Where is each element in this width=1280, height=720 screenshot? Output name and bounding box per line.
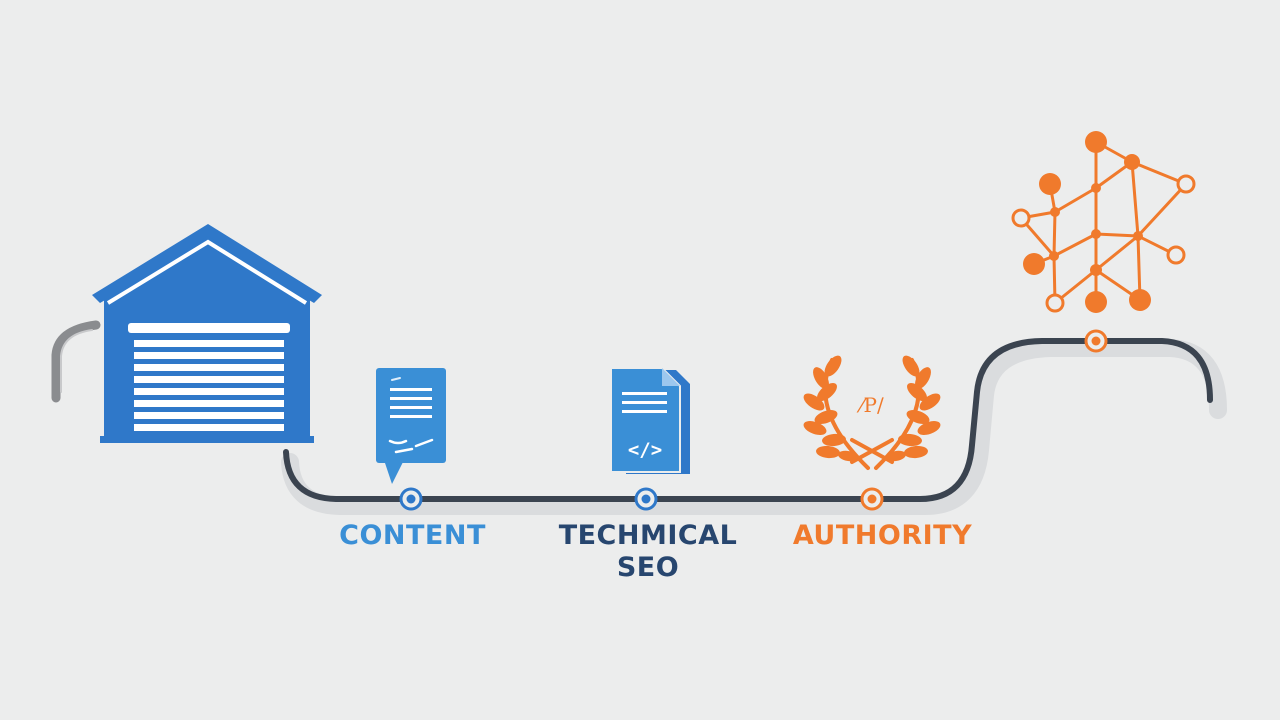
- milestone-technical-seo: [634, 487, 658, 511]
- code-glyph: </>: [628, 439, 662, 461]
- code-file-icon: </>: [610, 367, 690, 474]
- document-chat-icon: [376, 368, 446, 484]
- stage-label-text: AUTHORITY: [792, 520, 973, 551]
- stage-label-content: CONTENT: [330, 520, 495, 552]
- hook-pipe: [51, 320, 101, 403]
- hook-pipe-highlight: [60, 329, 93, 393]
- laurel-wreath-icon: ⁄P​∕: [803, 355, 941, 470]
- stage-label-authority: AUTHORITY: [785, 520, 980, 552]
- stage-label-text: CONTENT: [339, 520, 486, 551]
- journey-road: [283, 338, 1213, 502]
- stage-label-line-2: SEO: [616, 552, 680, 583]
- stage-label-technical-seo: TECHMICAL SEO: [548, 520, 748, 584]
- stage-label-line-1: TECHMICAL: [558, 520, 738, 551]
- network-graph-icon: [1011, 131, 1196, 313]
- milestone-authority: [860, 487, 884, 511]
- emblem-text: ⁄P​∕: [856, 393, 884, 417]
- milestone-content: [399, 487, 423, 511]
- milestone-goal: [1084, 329, 1108, 353]
- garage-icon: [92, 224, 322, 443]
